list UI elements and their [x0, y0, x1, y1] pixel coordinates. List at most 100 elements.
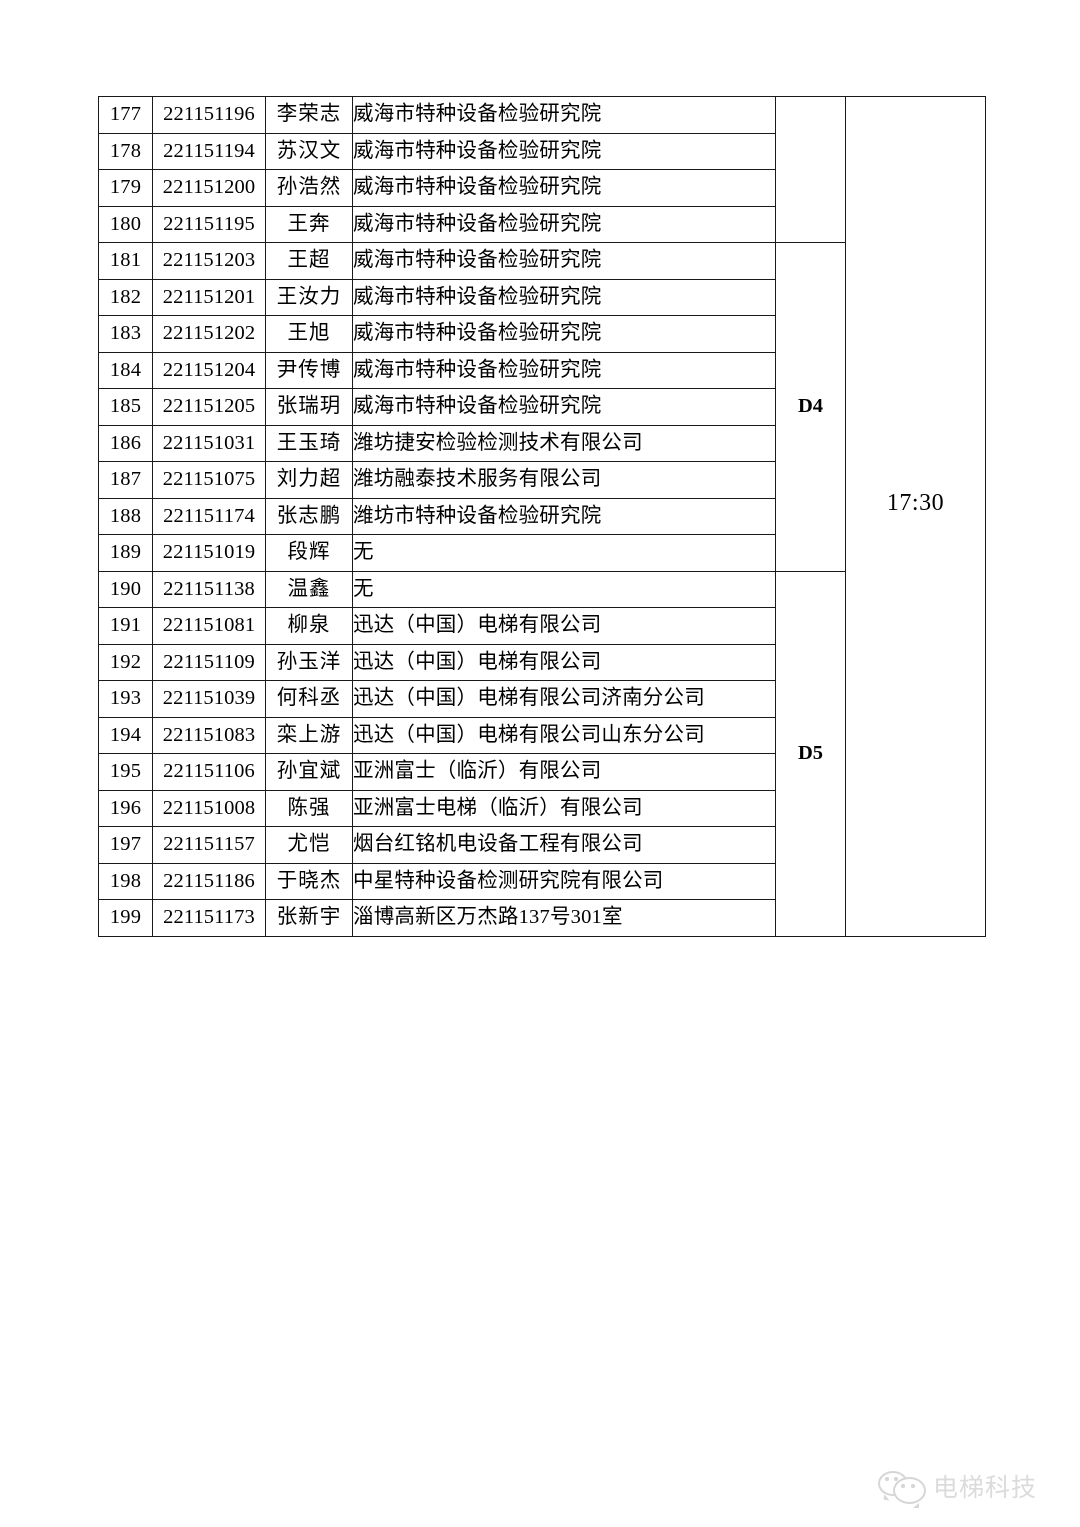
cell-id: 221151186 [152, 862, 266, 900]
cell-employer: 威海市特种设备检验研究院 [352, 96, 776, 134]
cell-employer: 潍坊捷安检验检测技术有限公司 [352, 424, 776, 462]
cell-group: D5 [775, 570, 846, 937]
cell-employer: 无 [352, 570, 776, 608]
cell-employer: 中星特种设备检测研究院有限公司 [352, 862, 776, 900]
cell-id: 221151203 [152, 242, 266, 280]
cell-id: 221151008 [152, 789, 266, 827]
cell-seq: 180 [98, 205, 153, 243]
cell-employer: 烟台红铭机电设备工程有限公司 [352, 826, 776, 864]
cell-name: 李荣志 [265, 96, 353, 134]
cell-seq: 194 [98, 716, 153, 754]
cell-employer: 迅达（中国）电梯有限公司济南分公司 [352, 680, 776, 718]
cell-id: 221151106 [152, 753, 266, 791]
cell-seq: 193 [98, 680, 153, 718]
cell-seq: 198 [98, 862, 153, 900]
cell-name: 何科丞 [265, 680, 353, 718]
cell-name: 于晓杰 [265, 862, 353, 900]
cell-id: 221151019 [152, 534, 266, 572]
cell-seq: 177 [98, 96, 153, 134]
cell-id: 221151195 [152, 205, 266, 243]
cell-employer: 亚洲富士电梯（临沂）有限公司 [352, 789, 776, 827]
cell-id: 221151109 [152, 643, 266, 681]
cell-id: 221151174 [152, 497, 266, 535]
cell-group: D4 [775, 242, 846, 572]
cell-seq: 195 [98, 753, 153, 791]
cell-name: 王奔 [265, 205, 353, 243]
cell-name: 王超 [265, 242, 353, 280]
cell-name: 柳泉 [265, 607, 353, 645]
cell-name: 孙玉洋 [265, 643, 353, 681]
cell-name: 王汝力 [265, 278, 353, 316]
cell-seq: 187 [98, 461, 153, 499]
cell-id: 221151083 [152, 716, 266, 754]
cell-seq: 186 [98, 424, 153, 462]
cell-seq: 196 [98, 789, 153, 827]
cell-name: 陈强 [265, 789, 353, 827]
cell-employer: 威海市特种设备检验研究院 [352, 242, 776, 280]
cell-seq: 188 [98, 497, 153, 535]
cell-seq: 178 [98, 132, 153, 170]
cell-seq: 191 [98, 607, 153, 645]
cell-seq: 185 [98, 388, 153, 426]
cell-employer: 威海市特种设备检验研究院 [352, 388, 776, 426]
cell-name: 刘力超 [265, 461, 353, 499]
cell-id: 221151039 [152, 680, 266, 718]
cell-name: 张志鹏 [265, 497, 353, 535]
cell-employer: 迅达（中国）电梯有限公司山东分公司 [352, 716, 776, 754]
cell-id: 221151201 [152, 278, 266, 316]
cell-employer: 威海市特种设备检验研究院 [352, 205, 776, 243]
cell-name: 孙宜斌 [265, 753, 353, 791]
cell-seq: 197 [98, 826, 153, 864]
cell-seq: 182 [98, 278, 153, 316]
cell-employer: 潍坊融泰技术服务有限公司 [352, 461, 776, 499]
cell-employer: 迅达（中国）电梯有限公司 [352, 643, 776, 681]
cell-employer: 威海市特种设备检验研究院 [352, 132, 776, 170]
cell-id: 221151075 [152, 461, 266, 499]
cell-name: 张瑞玥 [265, 388, 353, 426]
cell-seq: 183 [98, 315, 153, 353]
cell-id: 221151031 [152, 424, 266, 462]
cell-name: 尤恺 [265, 826, 353, 864]
cell-time: 17:30 [845, 96, 986, 937]
cell-id: 221151081 [152, 607, 266, 645]
cell-employer: 淄博高新区万杰路137号301室 [352, 899, 776, 937]
cell-employer: 无 [352, 534, 776, 572]
cell-seq: 189 [98, 534, 153, 572]
cell-name: 王旭 [265, 315, 353, 353]
cell-employer: 潍坊市特种设备检验研究院 [352, 497, 776, 535]
watermark: 电梯科技 [878, 1462, 1078, 1510]
cell-id: 221151202 [152, 315, 266, 353]
cell-employer: 威海市特种设备检验研究院 [352, 315, 776, 353]
cell-seq: 192 [98, 643, 153, 681]
cell-employer: 迅达（中国）电梯有限公司 [352, 607, 776, 645]
cell-name: 孙浩然 [265, 169, 353, 207]
cell-id: 221151138 [152, 570, 266, 608]
cell-id: 221151200 [152, 169, 266, 207]
cell-employer: 威海市特种设备检验研究院 [352, 169, 776, 207]
cell-seq: 179 [98, 169, 153, 207]
cell-id: 221151157 [152, 826, 266, 864]
cell-name: 段辉 [265, 534, 353, 572]
cell-employer: 威海市特种设备检验研究院 [352, 278, 776, 316]
cell-name: 尹传博 [265, 351, 353, 389]
cell-seq: 190 [98, 570, 153, 608]
wechat-icon [878, 1469, 926, 1508]
cell-employer: 亚洲富士（临沂）有限公司 [352, 753, 776, 791]
cell-id: 221151205 [152, 388, 266, 426]
